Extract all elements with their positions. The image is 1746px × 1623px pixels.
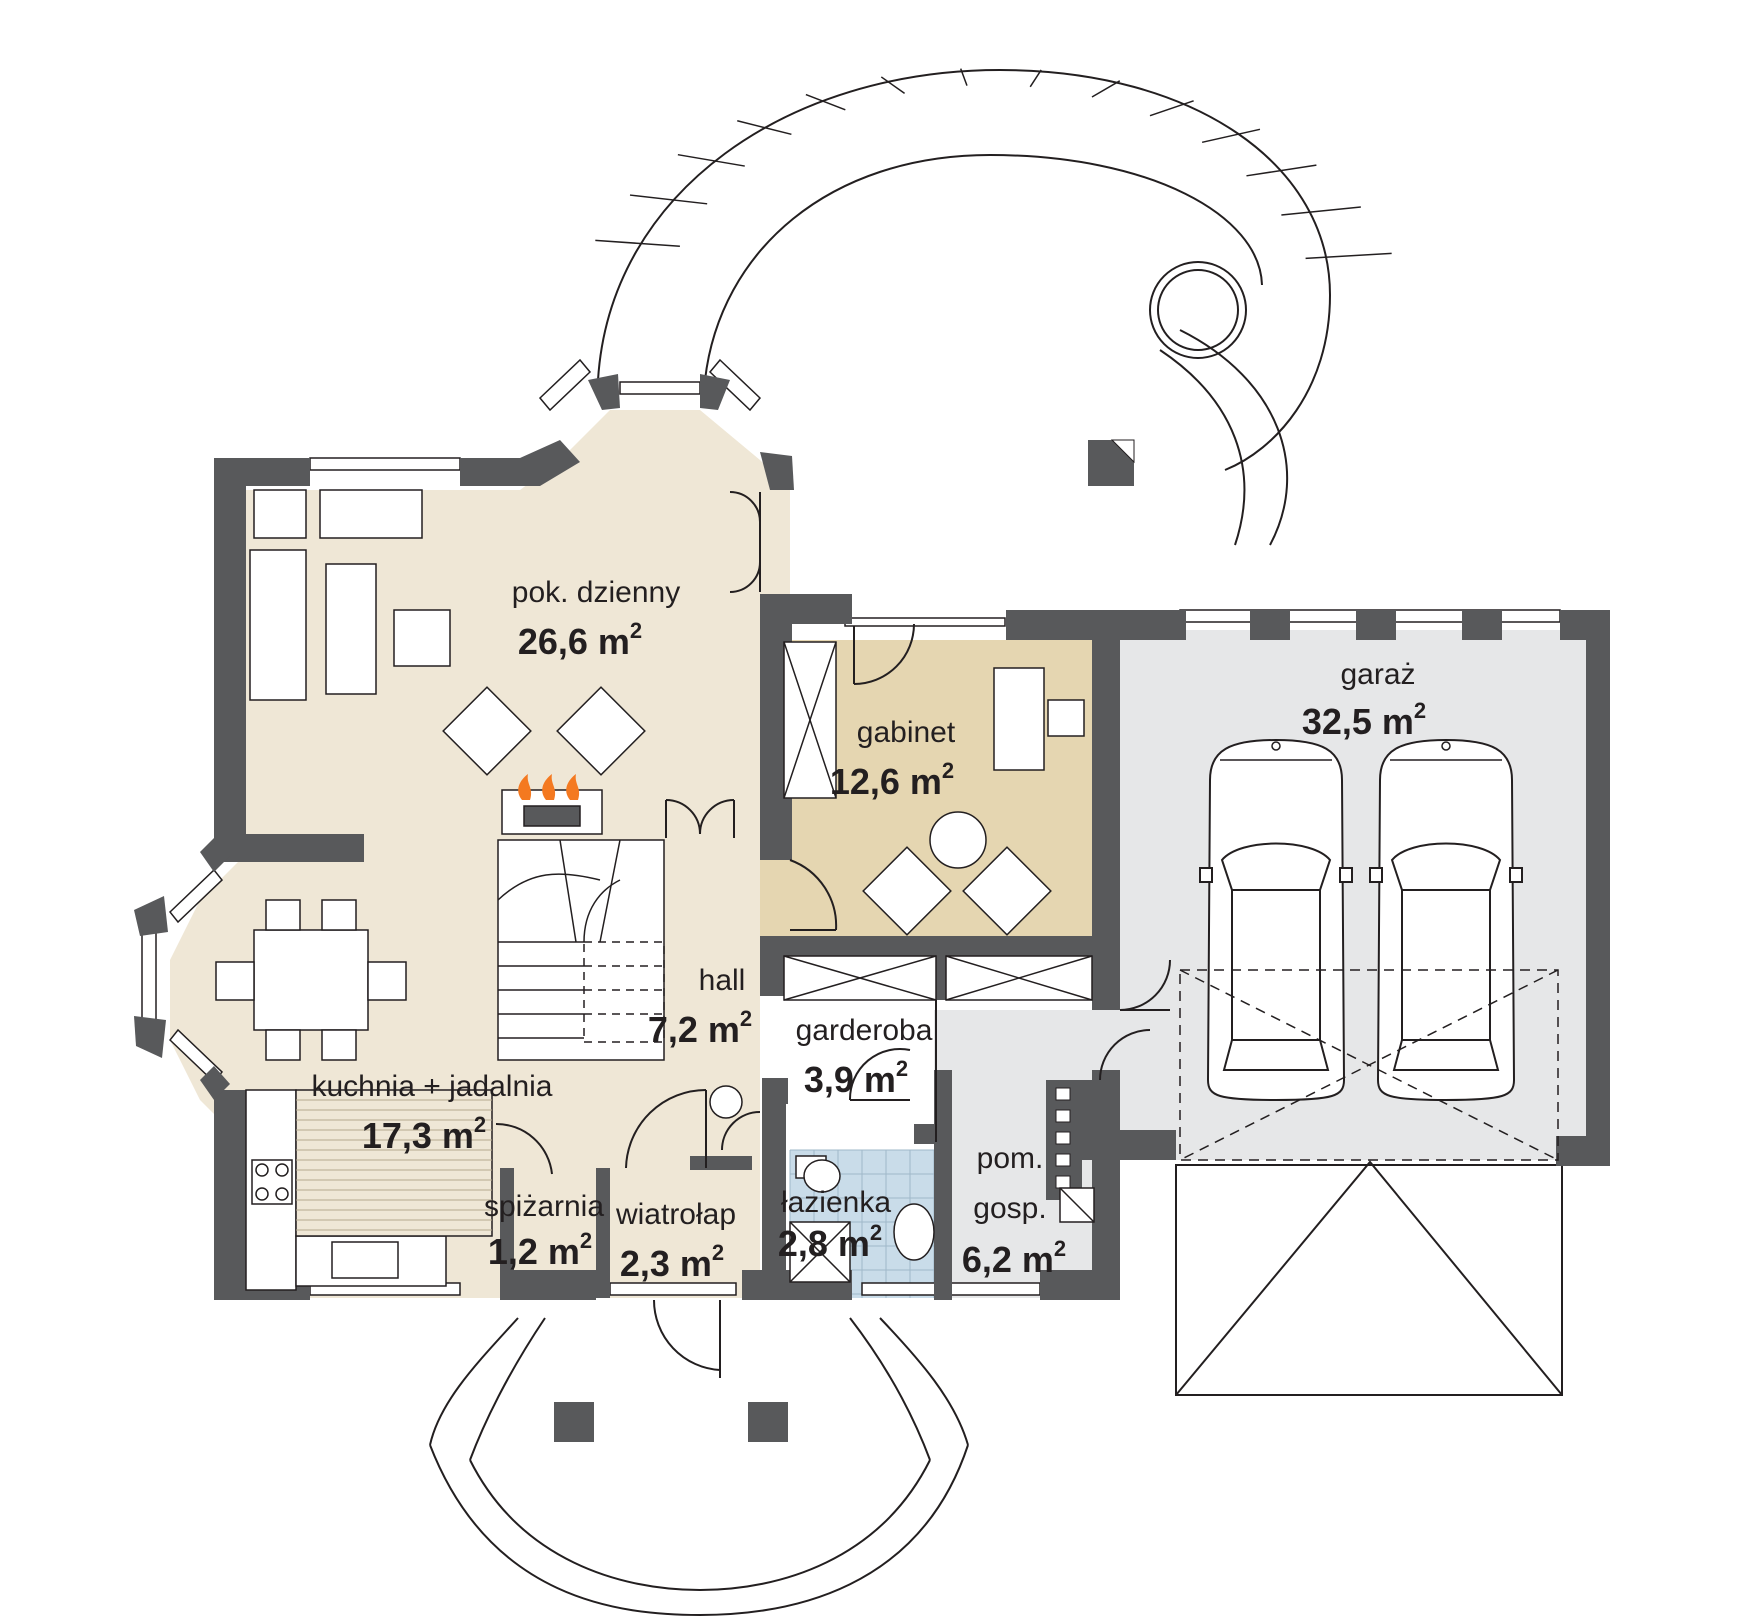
armchair [556,686,646,776]
study-hall-door [789,859,838,931]
terrace-column [1157,269,1239,351]
room-name-wardrobe: garderoba [796,1014,933,1047]
room-name-garage: garaż [1340,658,1415,691]
terrace-step-tick [595,239,680,247]
sofa [253,489,307,539]
front-steps [429,1317,969,1617]
dining-chair [265,899,301,931]
dining-chair [321,1029,357,1061]
coat-stand [709,1085,743,1119]
hall-double-door [665,799,735,838]
garage-door [1119,959,1171,1011]
room-area-wardrobe: 3,9 m2 [804,1056,908,1100]
room-name-utility-line1: pom. [977,1142,1044,1175]
room-name-living: pok. dzienny [512,576,680,609]
room-name-bathroom: łazienka [781,1186,891,1219]
dining-chair [265,1029,301,1061]
shaft-hole [1055,1131,1071,1145]
dining-chair [321,899,357,931]
room-area-hall: 7,2 m2 [648,1006,752,1050]
room-area-garage: 32,5 m2 [1302,698,1426,742]
fireplace-insert [523,805,581,827]
room-name-pantry: spiżarnia [484,1190,604,1223]
armchair [862,846,952,936]
terrace-step-tick [737,120,792,136]
armchair [393,609,451,667]
room-name-study: gabinet [857,716,956,749]
car-icon [1199,738,1353,1102]
pillar [748,1402,788,1442]
room-name-utility-line2: gosp. [973,1192,1046,1225]
washbasin [893,1203,935,1261]
terrace-step-tick [1149,100,1194,117]
vestibule-floor [610,1170,760,1298]
vestibule-door [625,1089,707,1169]
shaft-hole [1055,1109,1071,1123]
terrace-step-tick [629,194,708,205]
garage-gate-swing [1179,969,1559,1161]
doors [495,491,1171,1378]
terrace-step-tick [677,153,745,167]
walls [134,374,1610,1300]
room-area-living: 26,6 m2 [518,618,642,662]
room-area-bathroom: 2,8 m2 [778,1220,882,1264]
sofa [249,549,307,701]
room-area-pantry: 1,2 m2 [488,1228,592,1272]
room-area-vestibule: 2,3 m2 [620,1240,724,1284]
car-icon [1369,738,1523,1102]
fireplace-flame-icon [518,774,580,800]
carport-roof [1175,1160,1563,1396]
dining-chair [215,961,255,1001]
entrance-door [652,1299,721,1378]
room-area-kitchen: 17,3 m2 [362,1112,486,1156]
terrace-step-tick [1091,80,1121,98]
shaft-hole [1055,1087,1071,1101]
terrace-step-tick [1281,206,1361,216]
desk-chair [1047,699,1085,737]
wardrobe-door [848,1048,911,1101]
dining-table [253,929,369,1031]
room-labels: pok. dzienny 26,6 m2 gabinet 12,6 m2 gar… [311,576,1426,1284]
armchair [442,686,532,776]
desk [993,667,1045,771]
room-name-hall: hall [699,964,746,997]
furniture [215,489,1095,1291]
terrace-step-tick [1201,128,1261,144]
terrace-step-tick [1029,69,1042,88]
shaft-hole [1055,1153,1071,1167]
stairs-below [583,941,665,1043]
room-area-utility: 6,2 m2 [962,1236,1066,1280]
kitchen-island [295,1089,493,1237]
room-name-kitchen: kuchnia + jadalnia [311,1070,552,1103]
sofa [319,489,423,539]
terrace-column-ring [1149,261,1247,359]
armchair [962,846,1052,936]
shaft-hole [1055,1175,1071,1189]
bathroom-door [721,1111,761,1151]
living-kitchen-floor [170,410,790,1298]
pillar [554,1402,594,1442]
garage-cars [1199,738,1523,1102]
room-name-vestibule: wiatrołap [615,1198,736,1231]
round-table [929,811,987,869]
kitchen-sink [331,1241,399,1279]
ventilation-shaft [1055,1087,1071,1189]
pantry-door [495,1122,553,1175]
stairs [497,839,665,1061]
terrace-step-tick [880,76,906,94]
coffee-table [325,563,377,695]
utility-door [1099,1029,1151,1081]
terrace-step-tick [1305,252,1392,260]
room-area-study: 12,6 m2 [830,758,954,802]
dining-chair [367,961,407,1001]
terrace-step-tick [805,93,846,111]
terrace-step-tick [959,68,968,86]
study-door [853,623,915,685]
rear-terrace [595,68,1392,546]
terrace-step-tick [1246,164,1317,177]
terrace-door [729,491,761,593]
